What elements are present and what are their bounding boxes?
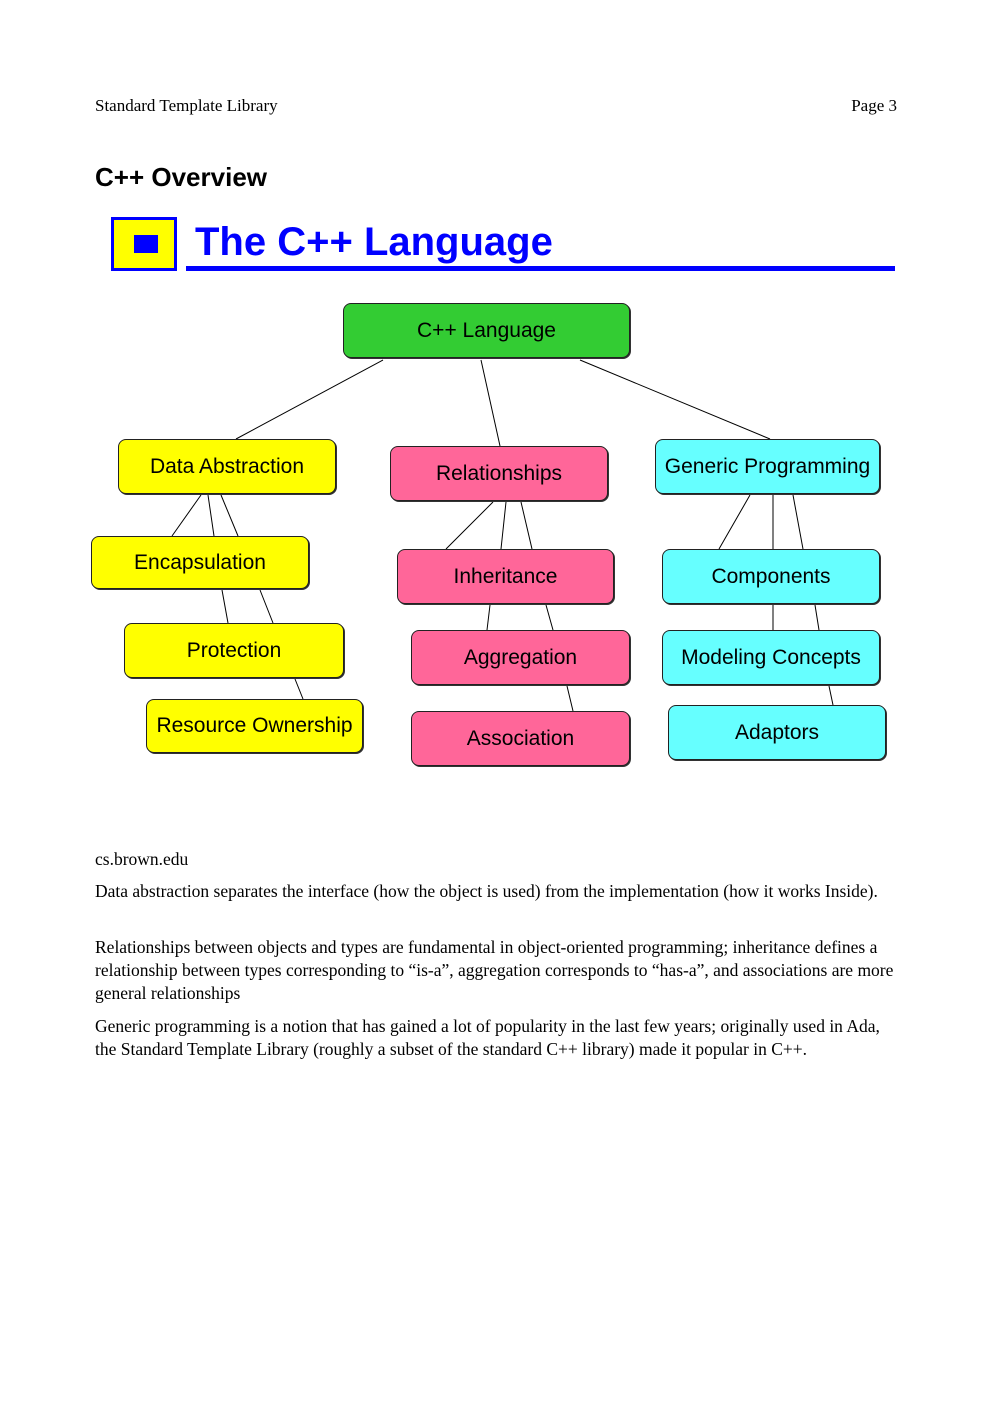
paragraph-relationships: Relationships between objects and types … xyxy=(95,937,894,1003)
slide-title: The C++ Language xyxy=(195,220,553,264)
node-resource-ownership: Resource Ownership xyxy=(146,699,363,753)
page-number: Page 3 xyxy=(851,96,897,115)
node-encapsulation: Encapsulation xyxy=(91,536,309,589)
paragraph-data-abstraction: Data abstraction separates the interface… xyxy=(95,881,878,901)
paragraph-generic-programming: Generic programming is a notion that has… xyxy=(95,1016,880,1059)
node-association: Association xyxy=(411,711,630,766)
node-protection: Protection xyxy=(124,623,344,678)
source-text: cs.brown.edu xyxy=(95,849,189,869)
node-relationships: Relationships xyxy=(390,446,608,501)
title-underline xyxy=(186,266,895,271)
section-title: C++ Overview xyxy=(95,162,267,192)
node-data-abstraction: Data Abstraction xyxy=(118,439,336,494)
node-modeling-concepts: Modeling Concepts xyxy=(662,630,880,685)
node-adaptors: Adaptors xyxy=(668,705,886,760)
node-cpp-language: C++ Language xyxy=(343,303,630,358)
node-inheritance: Inheritance xyxy=(397,549,614,604)
node-aggregation: Aggregation xyxy=(411,630,630,685)
square-bullet-icon xyxy=(111,217,177,271)
header-title: Standard Template Library xyxy=(95,96,278,115)
node-components: Components xyxy=(662,549,880,604)
node-generic-programming: Generic Programming xyxy=(655,439,880,494)
